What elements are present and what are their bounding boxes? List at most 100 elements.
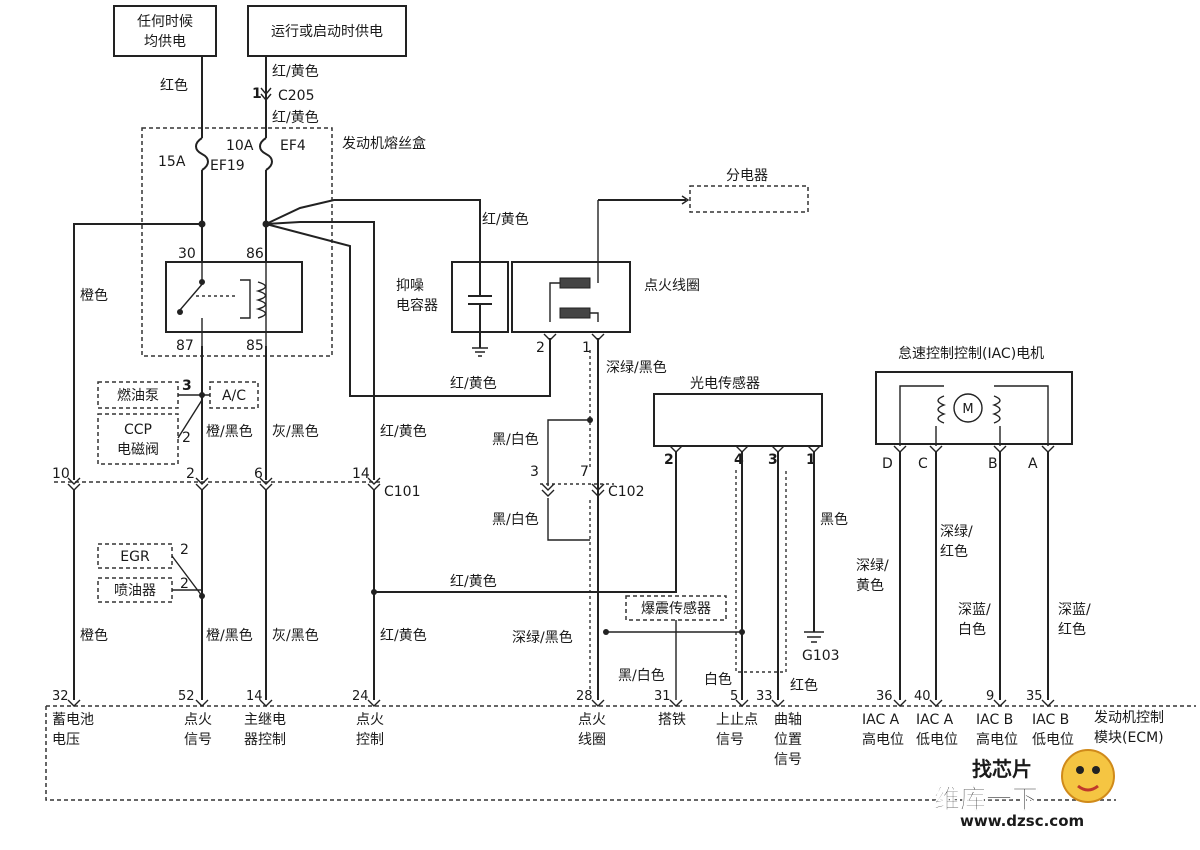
ecm-label-crank-3: 信号 xyxy=(774,752,802,768)
fuel-pump-label: 燃油泵 xyxy=(117,387,159,404)
optical-sensor xyxy=(653,393,823,447)
fuel-pump-pin: 3 xyxy=(182,378,192,394)
ecm-label-iac-bh-1: IAC B xyxy=(976,712,1013,728)
wire-red-yellow-coil: 红/黄色 xyxy=(450,375,497,392)
capacitor-label-1: 抑噪 xyxy=(396,278,424,294)
wire-black-white-3: 黑/白色 xyxy=(618,667,665,684)
c101-pin-14: 14 xyxy=(352,466,370,482)
wire-dkgreen-black-top: 深绿/黑色 xyxy=(606,359,667,376)
ac-label: A/C xyxy=(222,388,246,404)
wire-orange-top: 橙色 xyxy=(80,287,108,304)
c205-pin: 1 xyxy=(252,86,262,102)
ecm-label-crank-1: 曲轴 xyxy=(774,712,802,728)
ecm-label-iac-al-1: IAC A xyxy=(916,712,954,728)
ccp-label-2: 电磁阀 xyxy=(117,442,159,458)
ecm-label-ign-ctrl-1: 点火 xyxy=(356,712,384,728)
wire-orange-bottom: 橙色 xyxy=(80,627,108,644)
ecm-label-iac-bl-2: 低电位 xyxy=(1032,732,1074,748)
wire-black-white-1: 黑/白色 xyxy=(492,431,539,448)
ecm-label-iac-ah-1: IAC A xyxy=(862,712,900,728)
egr-pin: 2 xyxy=(180,542,189,558)
wire-red-yellow-bottom: 红/黄色 xyxy=(380,627,427,644)
ecm-title-2: 模块(ECM) xyxy=(1094,730,1164,746)
wire-black-white-2: 黑/白色 xyxy=(492,511,539,528)
wire-dkgreen-yellow-2: 黄色 xyxy=(856,577,884,594)
wire-gray-black-top: 灰/黑色 xyxy=(272,423,319,440)
ecm-label-relay-1: 主继电 xyxy=(244,712,286,728)
knock-sensor-label: 爆震传感器 xyxy=(641,600,711,617)
wire-red-yellow-opt: 红/黄色 xyxy=(450,573,497,590)
iac-pin-b: B xyxy=(988,456,998,472)
wire-red-yellow-cap: 红/黄色 xyxy=(482,211,529,228)
wire-red-yellow-mid: 红/黄色 xyxy=(380,423,427,440)
watermark-url: www.dzsc.com xyxy=(960,812,1084,830)
ecm-label-ign-signal-1: 点火 xyxy=(184,712,212,728)
wire-dkgreen-black-bottom: 深绿/黑色 xyxy=(512,629,573,646)
ecm-label-coil-2: 线圈 xyxy=(578,732,606,748)
ecm-pin-14: 14 xyxy=(246,689,263,704)
wire-dkgreen-yellow-1: 深绿/ xyxy=(856,558,889,574)
ecm-label-relay-2: 器控制 xyxy=(244,732,286,748)
ecm-label-battery-2: 电压 xyxy=(52,732,80,748)
ecm-pin-9: 9 xyxy=(986,689,994,704)
always-power-box xyxy=(113,5,217,57)
c101-pin-6: 6 xyxy=(254,466,263,482)
c102-pin-3: 3 xyxy=(530,464,539,480)
ecm-label-iac-ah-2: 高电位 xyxy=(862,731,904,748)
ecm-pin-5: 5 xyxy=(730,689,738,704)
iac-pin-c: C xyxy=(918,456,928,472)
ecm-label-battery-1: 蓄电池 xyxy=(52,712,94,728)
iac-motor-m: M xyxy=(962,402,973,417)
wire-gray-black-bottom: 灰/黑色 xyxy=(272,627,319,644)
ccp-label-1: CCP xyxy=(124,422,152,438)
fuse-ef4-amp: 10A xyxy=(226,138,254,154)
ecm-label-ign-signal-2: 信号 xyxy=(184,732,212,748)
opt-pin-3: 3 xyxy=(768,452,778,468)
c101-pin-2: 2 xyxy=(186,466,195,482)
wire-red-ecm: 红色 xyxy=(790,677,818,694)
ignition-coil xyxy=(511,261,631,333)
ecm-pin-28: 28 xyxy=(576,689,593,704)
ecm-label-ground: 搭铁 xyxy=(658,712,686,728)
ignition-coil-label: 点火线圈 xyxy=(644,278,700,294)
coil-pin-1: 1 xyxy=(582,340,591,356)
iac-pin-a: A xyxy=(1028,456,1038,472)
relay-pin-85: 85 xyxy=(246,338,264,354)
c101-label: C101 xyxy=(384,484,421,500)
relay-pin-87: 87 xyxy=(176,338,194,354)
ecm-title-1: 发动机控制 xyxy=(1094,710,1164,726)
coil-pin-2: 2 xyxy=(536,340,545,356)
fusebox-title: 发动机熔丝盒 xyxy=(342,135,426,152)
g103-label: G103 xyxy=(802,648,840,664)
wire-dkblue-white-2: 白色 xyxy=(958,621,986,638)
run-power-box xyxy=(247,5,407,57)
ccp-pin: 2 xyxy=(182,430,191,446)
fuse-ef4 xyxy=(259,137,273,171)
wire-dkgreen-red-1: 深绿/ xyxy=(940,524,973,540)
distributor-label: 分电器 xyxy=(726,168,768,184)
run-power-label: 运行或启动时供电 xyxy=(271,24,383,40)
iac-motor-label: 怠速控制控制(IAC)电机 xyxy=(898,346,1044,362)
watermark-top: 找芯片 xyxy=(972,757,1032,781)
ecm-pin-24: 24 xyxy=(352,689,369,704)
ecm-pin-36: 36 xyxy=(876,689,893,704)
wire-red-yellow-top: 红/黄色 xyxy=(272,63,319,80)
c205-label: C205 xyxy=(278,88,315,104)
ecm-label-iac-bl-1: IAC B xyxy=(1032,712,1069,728)
ecm-label-iac-al-2: 低电位 xyxy=(916,732,958,748)
ecm-label-tdc-1: 上止点 xyxy=(716,712,758,728)
ecm-label-iac-bh-2: 高电位 xyxy=(976,731,1018,748)
wire-orange-black-top: 橙/黑色 xyxy=(206,423,253,440)
ecm-label-crank-2: 位置 xyxy=(774,732,802,748)
wire-red-yellow-2: 红/黄色 xyxy=(272,109,319,126)
always-power-label-1: 任何时候 xyxy=(137,14,193,30)
egr-label: EGR xyxy=(120,549,150,565)
ecm-box xyxy=(45,705,1196,801)
ecm-pin-32: 32 xyxy=(52,689,69,704)
wire-dkblue-red-2: 红色 xyxy=(1058,621,1086,638)
relay-pin-30: 30 xyxy=(178,246,196,262)
c101-pin-10: 10 xyxy=(52,466,70,482)
wire-white: 白色 xyxy=(704,671,732,688)
watermark-logo: 找芯片 维库一下 www.dzsc.com xyxy=(934,749,1115,830)
